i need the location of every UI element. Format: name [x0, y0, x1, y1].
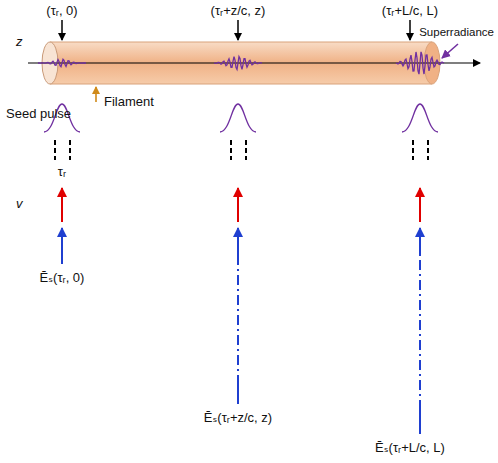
- position-time-label: (τᵣ+z/c, z): [211, 3, 266, 19]
- delay-label: τᵣ: [58, 164, 66, 180]
- position-time-label: (τᵣ+L/c, L): [382, 3, 438, 19]
- filament-label: Filament: [104, 94, 154, 110]
- field-label: Ēₛ(τᵣ+L/c, L): [375, 440, 445, 456]
- time-marks: [55, 140, 428, 160]
- field-label: Ēₛ(τᵣ+z/c, z): [204, 410, 272, 426]
- position-arrows: [62, 20, 410, 40]
- field-label: Ēₛ(τᵣ, 0): [40, 270, 85, 286]
- wave-packets: [38, 52, 444, 74]
- seed-pulse-label: Seed pulse: [6, 106, 71, 122]
- filament-arrow: [95, 87, 97, 102]
- velocity-arrows: [62, 188, 420, 222]
- axis-label: z: [16, 34, 23, 50]
- seed-pulses: [44, 104, 438, 132]
- field-arrows: [62, 228, 420, 434]
- velocity-label: v: [16, 196, 23, 212]
- superradiance-label: Superradiance: [419, 26, 494, 40]
- superradiance-arrow: [442, 44, 458, 58]
- wave-packet: [214, 57, 262, 70]
- wave-packet: [38, 59, 86, 66]
- position-time-label: (τᵣ, 0): [46, 3, 77, 19]
- wave-packet: [396, 52, 444, 74]
